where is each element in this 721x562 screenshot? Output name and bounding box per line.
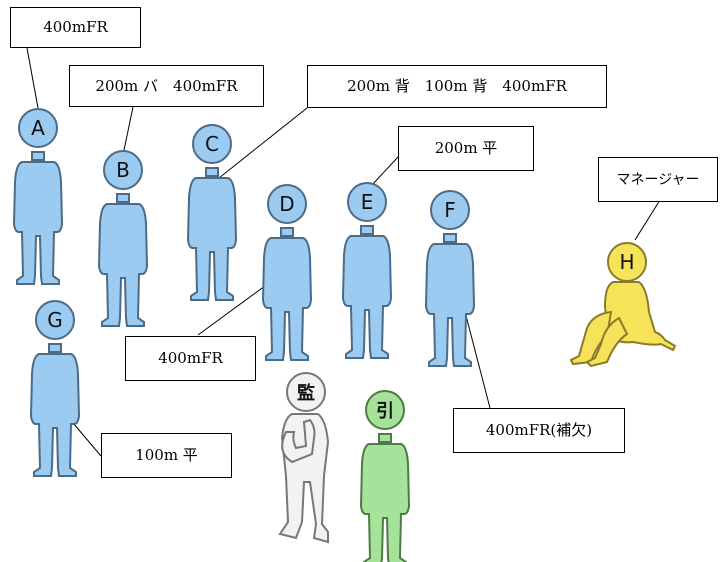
figure-g-body	[30, 343, 80, 477]
figure-e-head	[347, 182, 387, 222]
connector-c	[213, 107, 308, 183]
figure-f-body	[425, 233, 475, 367]
figure-c-body	[187, 167, 237, 301]
figure-e-letter: E	[361, 190, 374, 214]
figure-h: H	[569, 242, 677, 368]
figure-g: G	[30, 300, 80, 477]
figure-h-letter: H	[619, 250, 634, 274]
figure-b-body	[98, 193, 148, 327]
figure-d: D	[262, 184, 312, 361]
figure-a: A	[13, 108, 63, 285]
figure-b-head	[103, 150, 143, 190]
figure-in-letter: 引	[376, 401, 394, 422]
connector-b	[123, 106, 134, 151]
figure-in-head	[365, 390, 405, 430]
figure-g-letter: G	[47, 308, 63, 332]
figure-c: C	[187, 124, 237, 301]
label-c: 200m 背 100m 背 400mFR	[307, 65, 607, 108]
figure-e: E	[342, 182, 392, 359]
figure-f: F	[425, 190, 475, 367]
label-h: マネージャー	[598, 157, 718, 202]
connector-e	[371, 156, 399, 186]
figure-in: 引	[360, 390, 410, 562]
figure-a-body	[13, 151, 63, 285]
figure-a-head	[18, 108, 58, 148]
figure-d-head	[267, 184, 307, 224]
figure-d-letter: D	[279, 192, 294, 216]
connector-a	[26, 47, 39, 109]
figure-kan: 監	[278, 372, 330, 544]
figure-h-head	[607, 242, 647, 282]
figure-e-body	[342, 225, 392, 359]
figure-in-body	[360, 433, 410, 562]
figure-a-letter: A	[31, 116, 45, 140]
figure-b-letter: B	[116, 158, 130, 182]
connector-h	[634, 199, 661, 241]
figure-g-head	[35, 300, 75, 340]
figure-kan-head	[286, 372, 326, 412]
label-e: 200m 平	[398, 126, 534, 171]
label-b: 200m バ 400mFR	[69, 65, 264, 107]
label-g: 100m 平	[101, 433, 232, 478]
figure-f-letter: F	[444, 198, 456, 222]
label-d: 400mFR	[125, 336, 256, 381]
figure-kan-body	[278, 413, 330, 544]
label-f: 400mFR(補欠)	[453, 408, 625, 453]
figure-c-head	[192, 124, 232, 164]
figure-b: B	[98, 150, 148, 327]
figure-h-body	[569, 281, 677, 368]
figure-f-head	[430, 190, 470, 230]
figure-d-body	[262, 227, 312, 361]
figure-c-letter: C	[205, 132, 219, 156]
label-a: 400mFR	[10, 7, 141, 48]
figure-kan-letter: 監	[297, 382, 315, 404]
